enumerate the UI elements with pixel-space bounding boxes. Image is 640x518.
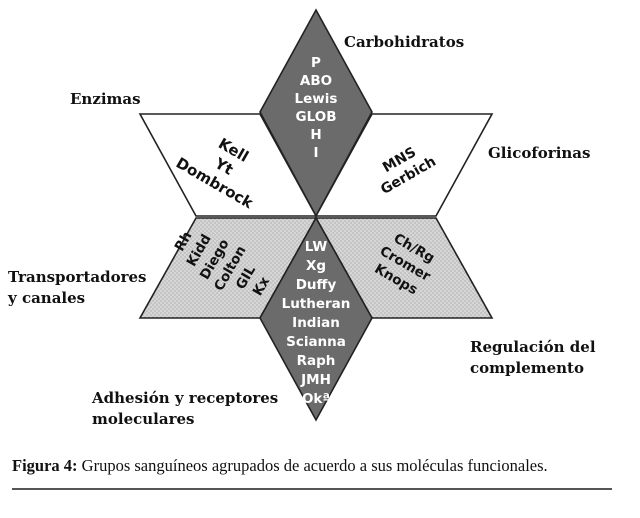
figure-caption: Figura 4: Grupos sanguíneos agrupados de… xyxy=(12,456,548,476)
rhombus-adhesion xyxy=(259,216,373,422)
label-adhesion-line-1: Adhesión y receptores xyxy=(92,389,279,407)
group-raph: Raph xyxy=(297,353,336,369)
label-transportadores: Transportadores y canales xyxy=(8,267,146,309)
label-carbohidratos: Carbohidratos xyxy=(344,33,465,51)
group-lewis: Lewis xyxy=(295,91,338,107)
group-indian: Indian xyxy=(292,315,340,331)
label-complemento-line-1: Regulación del xyxy=(470,338,596,356)
group-lutheran: Lutheran xyxy=(282,296,351,312)
group-oka: Okª xyxy=(302,391,330,407)
group-xg: Xg xyxy=(306,258,326,274)
label-glicoforinas: Glicoforinas xyxy=(488,144,591,162)
rhombus-glicoforinas xyxy=(314,113,494,217)
groups-adhesion: LW Xg Duffy Lutheran Indian Scianna Raph… xyxy=(282,239,351,407)
caption-prefix: Figura 4: xyxy=(12,456,78,475)
groups-carbohidratos: P ABO Lewis GLOB H I xyxy=(295,55,338,161)
caption-divider xyxy=(12,488,612,490)
label-complemento-line-2: complemento xyxy=(470,359,584,377)
label-transportadores-line-2: y canales xyxy=(8,289,86,307)
group-glob: GLOB xyxy=(296,109,337,125)
group-duffy: Duffy xyxy=(296,277,337,293)
group-p: P xyxy=(311,55,321,71)
caption-text: Grupos sanguíneos agrupados de acuerdo a… xyxy=(77,456,548,475)
group-abo: ABO xyxy=(300,73,332,89)
label-adhesion-line-2: moleculares xyxy=(92,410,195,428)
group-lw: LW xyxy=(305,239,328,255)
label-enzimas: Enzimas xyxy=(70,90,141,108)
label-adhesion: Adhesión y receptores moleculares xyxy=(92,388,278,430)
group-jmh: JMH xyxy=(300,372,331,388)
group-i: I xyxy=(313,145,318,161)
label-transportadores-line-1: Transportadores xyxy=(8,268,147,286)
group-scianna: Scianna xyxy=(286,334,346,350)
group-h: H xyxy=(310,127,321,143)
label-complemento: Regulación del complemento xyxy=(470,337,596,379)
